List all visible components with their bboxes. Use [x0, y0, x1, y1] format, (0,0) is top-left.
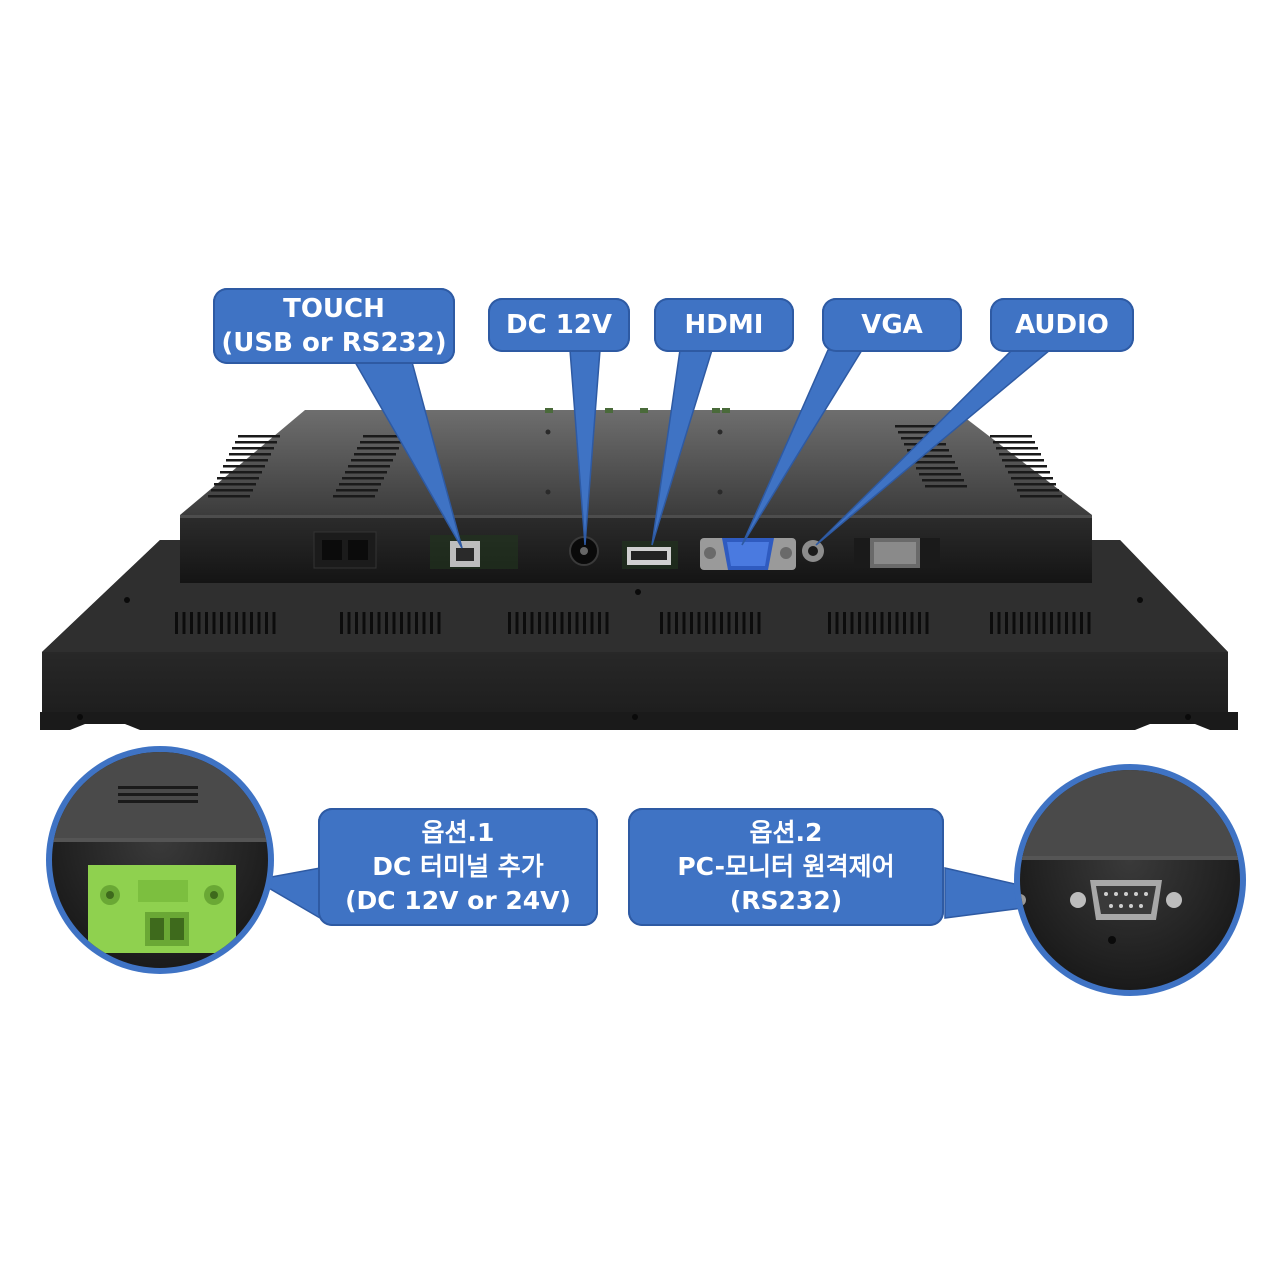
usb-b-port-icon — [430, 535, 518, 569]
callout-vga: VGA — [822, 298, 962, 352]
callout-pointers — [252, 349, 1086, 920]
vga-port-icon — [700, 538, 796, 570]
callout-touch: TOUCH (USB or RS232) — [213, 288, 455, 364]
callout-option1-line3: (DC 12V or 24V) — [345, 886, 571, 915]
monitor-chassis — [40, 408, 1238, 730]
callout-audio: AUDIO — [990, 298, 1134, 352]
db9-port-icon — [854, 538, 940, 568]
callout-touch-line1: TOUCH — [283, 294, 385, 324]
callout-vga-label: VGA — [861, 310, 923, 340]
hdmi-port-icon — [622, 541, 678, 569]
rs232-db9-icon — [1070, 880, 1182, 920]
top-vents — [208, 425, 1062, 498]
zoom-dc-terminal — [46, 746, 274, 974]
callout-hdmi: HDMI — [654, 298, 794, 352]
callout-option2-line3: (RS232) — [729, 886, 843, 915]
zoom-rs232-port — [1014, 764, 1246, 996]
audio-jack-icon — [802, 540, 824, 562]
callout-dc-label: DC 12V — [505, 310, 613, 340]
callout-option1-line1: 옵션.1 — [421, 818, 495, 847]
dc-terminal-block-icon — [88, 865, 236, 953]
callout-hdmi-label: HDMI — [684, 310, 764, 340]
callout-option1-line2: DC 터미널 추가 — [372, 852, 544, 881]
callout-dc-12v: DC 12V — [488, 298, 630, 352]
callout-option2-line1: 옵션.2 — [749, 818, 823, 847]
power-switch — [313, 531, 377, 569]
frame-vents — [175, 612, 1091, 634]
callout-option2: 옵션.2 PC-모니터 원격제어 (RS232) — [628, 808, 944, 926]
callout-option1: 옵션.1 DC 터미널 추가 (DC 12V or 24V) — [318, 808, 598, 926]
callout-audio-label: AUDIO — [1015, 310, 1109, 340]
mounting-flange — [40, 712, 1238, 730]
callout-option2-line2: PC-모니터 원격제어 — [677, 852, 895, 881]
callout-touch-line2: (USB or RS232) — [221, 328, 447, 358]
